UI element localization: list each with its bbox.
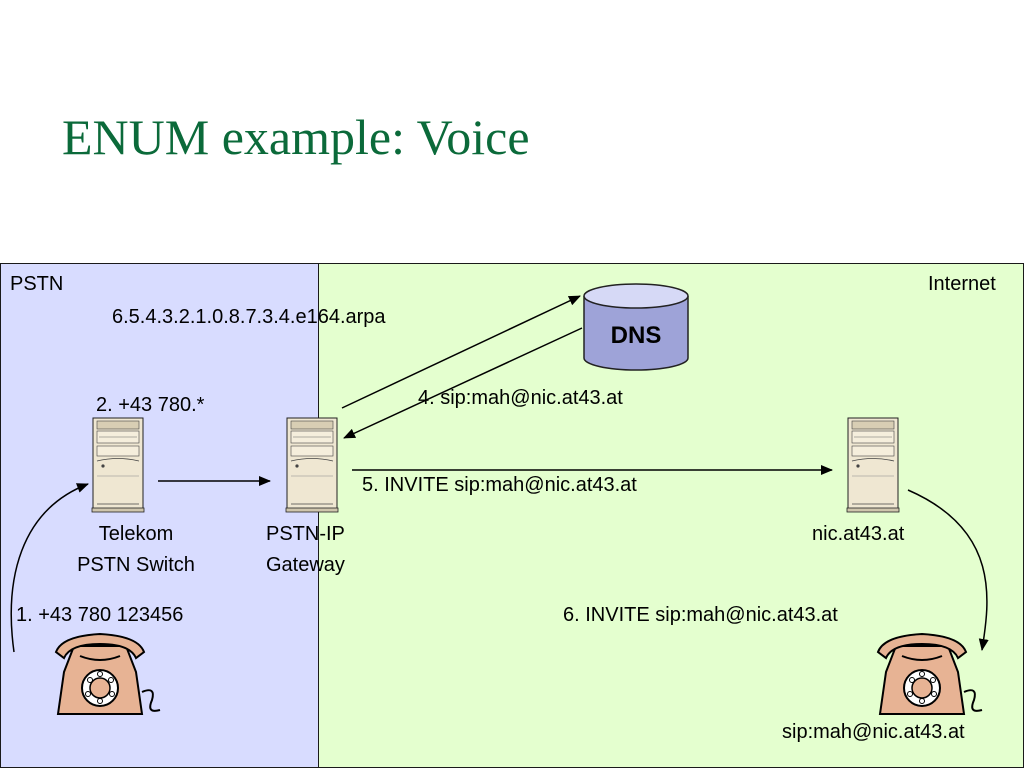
enum-query-label: 6.5.4.3.2.1.0.8.7.3.4.e164.arpa [112,306,386,328]
arrow-invite-to-phone [907,489,989,651]
callee-telephone-icon [877,633,983,715]
step-6-label: 6. INVITE sip:mah@nic.at43.at [563,604,838,626]
arrow-dns-response [343,327,583,439]
gateway-label-line1: PSTN-IP [266,523,345,545]
dns-label: DNS [611,322,662,349]
step-5-label: 5. INVITE sip:mah@nic.at43.at [362,474,637,496]
slide-title: ENUM example: Voice [62,109,530,165]
telekom-switch-label-line1: Telekom [98,523,174,545]
arrow-dns-query [341,295,581,409]
nic-server-label: nic.at43.at [812,523,905,545]
nic-server-icon [846,417,900,513]
gateway-label-line2: Gateway [266,554,345,576]
step-1-label: 1. +43 780 123456 [16,604,184,626]
destination-address-label: sip:mah@nic.at43.at [782,721,965,743]
pstn-zone-label: PSTN [10,273,64,295]
gateway-server-icon [285,417,339,513]
arrow-call-setup [10,483,89,653]
pstn-zone [0,263,319,768]
caller-telephone-icon [55,633,161,715]
dns-database-icon: DNS [583,283,689,371]
telekom-switch-server-icon [91,417,145,513]
step-4-label: 4. sip:mah@nic.at43.at [418,387,623,409]
telekom-switch-label-line2: PSTN Switch [77,554,195,576]
step-2-label: 2. +43 780.* [96,394,205,416]
internet-zone-label: Internet [928,273,996,295]
